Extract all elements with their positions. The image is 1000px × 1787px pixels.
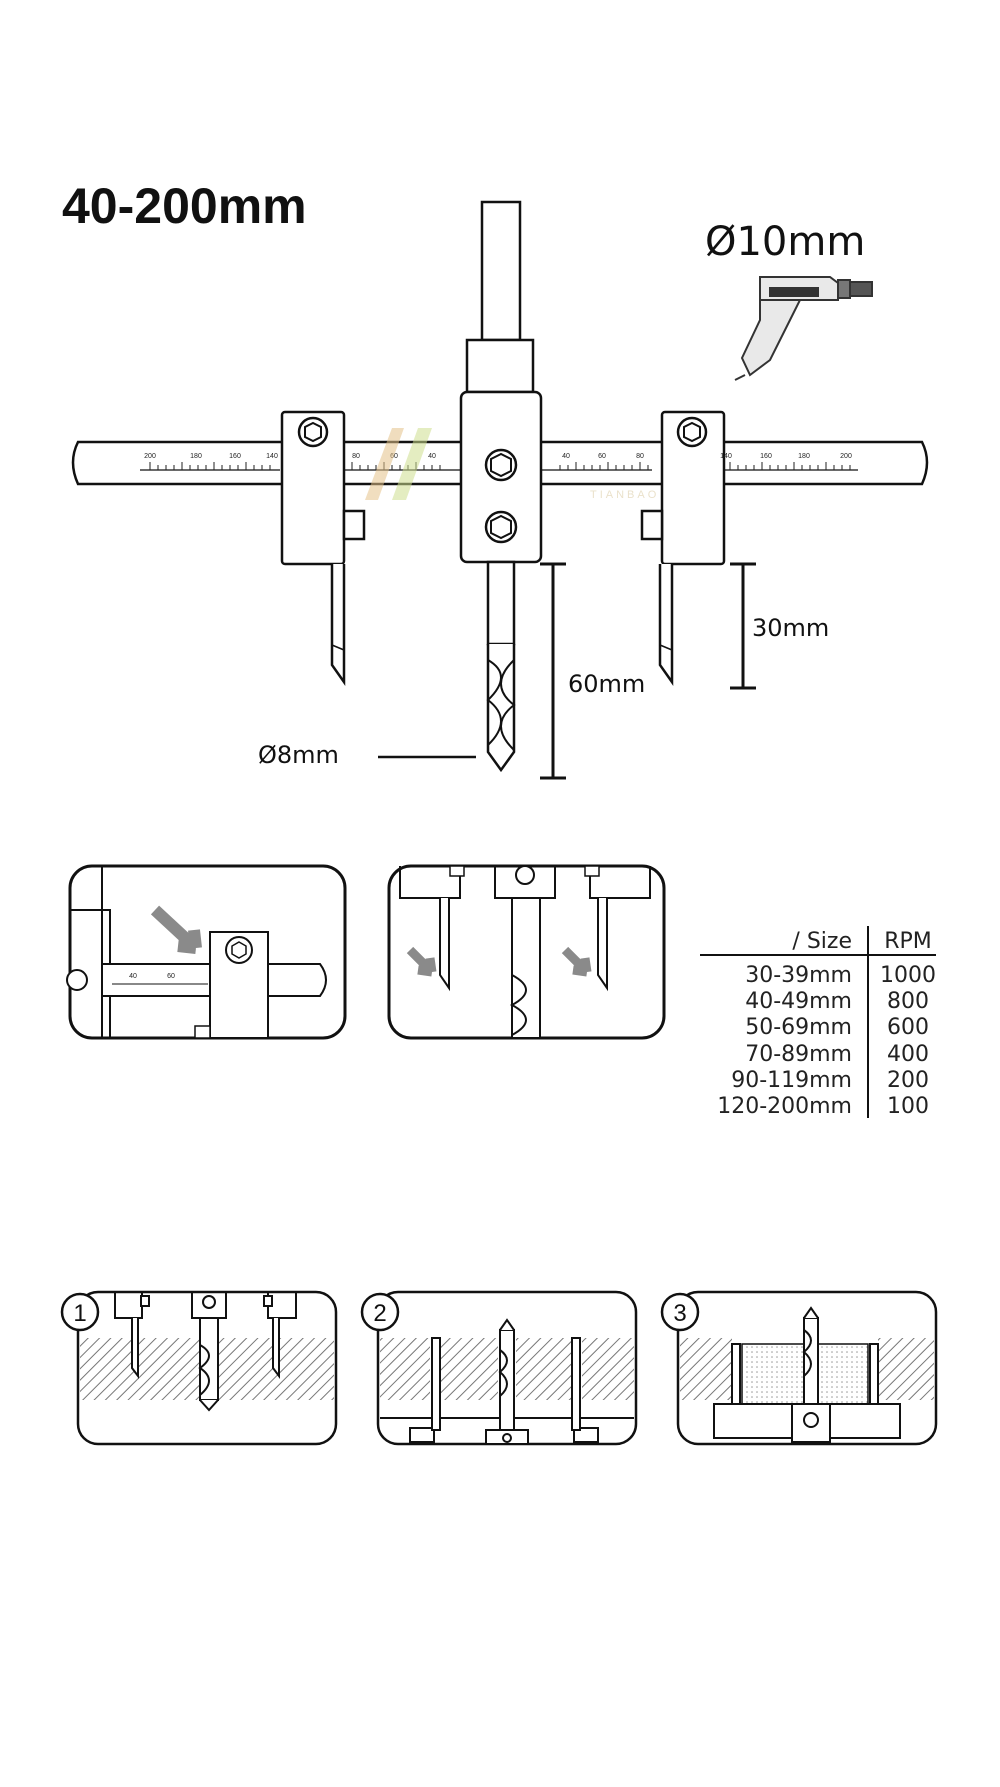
- dimension-60mm: [540, 562, 566, 780]
- left-slider-tab: [342, 509, 366, 541]
- pilot-diameter-label: Ø8mm: [258, 741, 339, 769]
- right-arm-bar: [533, 440, 929, 486]
- dimension-30mm: [730, 562, 756, 690]
- ruler-left-label-40: 40: [428, 453, 436, 460]
- rpm-row-size: 70-89mm: [745, 1042, 852, 1067]
- ruler-ticks-right: [559, 462, 851, 470]
- ruler-left-label-140: 140: [266, 453, 278, 460]
- rpm-row-size: 40-49mm: [745, 989, 852, 1014]
- rpm-row-size: 90-119mm: [731, 1068, 852, 1093]
- rpm-row-value: 400: [887, 1042, 929, 1067]
- step-1-number: 1: [73, 1300, 86, 1327]
- blade-arrow-right-icon: [561, 946, 592, 977]
- ruler-right-label-140: 140: [720, 453, 732, 460]
- brand-watermark: TIANBAO: [365, 428, 659, 501]
- rpm-row-value: 100: [887, 1094, 929, 1119]
- rpm-row-value: 600: [887, 1015, 929, 1040]
- ruler-ticks-left: [149, 462, 441, 470]
- right-cutter-blade: [658, 564, 674, 686]
- ruler-left-label-180: 180: [190, 453, 202, 460]
- left-cutter-blade: [330, 564, 346, 686]
- ruler-right-label-80: 80: [636, 453, 644, 460]
- drill-shank: [480, 200, 522, 342]
- left-cutter-slider: [280, 410, 346, 566]
- rpm-table-header-size: / Size: [792, 929, 852, 954]
- ruler-left-label-160: 160: [229, 453, 241, 460]
- ruler-right-label-40: 40: [562, 453, 570, 460]
- detail-ruler-label-40: 40: [129, 973, 137, 980]
- rpm-table-header-rpm: RPM: [884, 929, 932, 954]
- detail-panel-adjust-ruler: [66, 864, 347, 1040]
- rpm-row-value: 800: [887, 989, 929, 1014]
- ruler-right-label-200: 200: [840, 453, 852, 460]
- step-3-badge: [660, 1292, 700, 1332]
- ruler-right-label-60: 60: [598, 453, 606, 460]
- step-2-number: 2: [373, 1300, 386, 1327]
- rpm-table: / Size RPM 30-39mm 1000 40-49mm 800 50-6…: [700, 926, 936, 1119]
- adjust-arrow-icon: [150, 905, 202, 954]
- step-panel-3: 3: [660, 1290, 938, 1446]
- size-range-title: 40-200mm: [62, 178, 307, 234]
- rpm-row-size: 30-39mm: [745, 963, 852, 988]
- step-2-badge: [360, 1292, 400, 1332]
- right-cutter-slider: [660, 410, 726, 566]
- shank-collar: [465, 338, 535, 394]
- rpm-row-value: 200: [887, 1068, 929, 1093]
- step-1-badge: [60, 1292, 100, 1332]
- blade-arrow-left-icon: [406, 946, 437, 977]
- pilot-drill-body: [486, 560, 516, 646]
- step-panel-2: 2: [360, 1290, 638, 1446]
- power-drill-icon: [734, 276, 873, 381]
- rpm-row-value: 1000: [880, 963, 936, 988]
- step-panel-1: 1: [60, 1290, 338, 1446]
- ruler-right-label-160: 160: [760, 453, 772, 460]
- right-slider-tab: [640, 509, 664, 541]
- detail-panel-blade-angle: [387, 864, 666, 1040]
- step-3-number: 3: [673, 1300, 686, 1327]
- rpm-row-size: 50-69mm: [745, 1015, 852, 1040]
- detail-ruler-label-60: 60: [167, 973, 175, 980]
- watermark-text: TIANBAO: [590, 489, 659, 501]
- shank-diameter-label: Ø10mm: [705, 219, 865, 265]
- ruler-left-label-200: 200: [144, 453, 156, 460]
- ruler-left-label-60: 60: [390, 453, 398, 460]
- rpm-row-size: 120-200mm: [717, 1094, 852, 1119]
- ruler-left-label-80: 80: [352, 453, 360, 460]
- dimension-30mm-label: 30mm: [752, 614, 829, 642]
- dimension-60mm-label: 60mm: [568, 670, 645, 698]
- ruler-right-label-180: 180: [798, 453, 810, 460]
